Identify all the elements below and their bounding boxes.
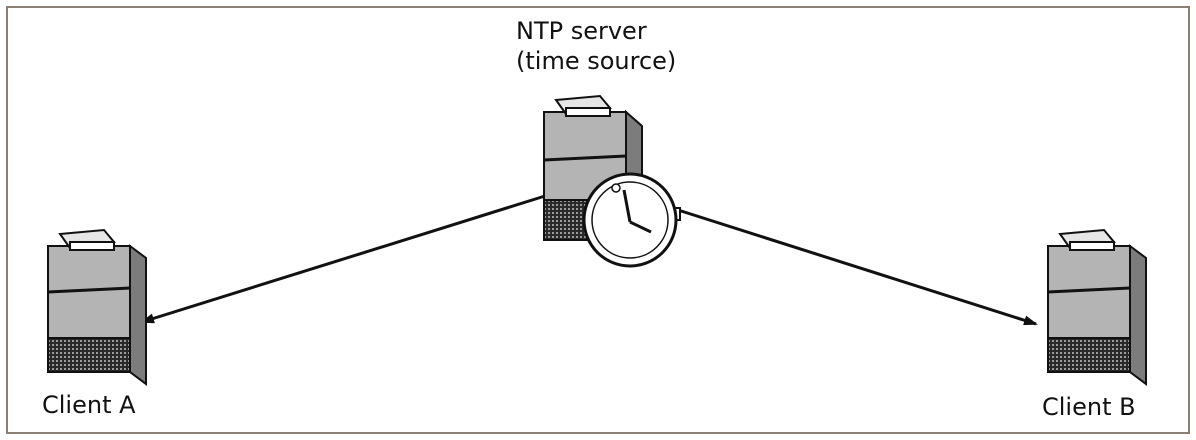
client-b-tower-icon [1047, 228, 1147, 386]
server-label-line1: NTP server [516, 17, 647, 45]
arrow-to-client-b [677, 208, 1038, 326]
client-a-tower-icon [47, 228, 147, 386]
server-label: NTP server (time source) [516, 16, 676, 76]
arrow-to-client-a [140, 194, 546, 324]
client-b-label: Client B [1042, 393, 1136, 421]
server-label-line2: (time source) [516, 47, 677, 75]
clock-icon [582, 172, 681, 268]
client-a-label: Client A [42, 391, 136, 419]
